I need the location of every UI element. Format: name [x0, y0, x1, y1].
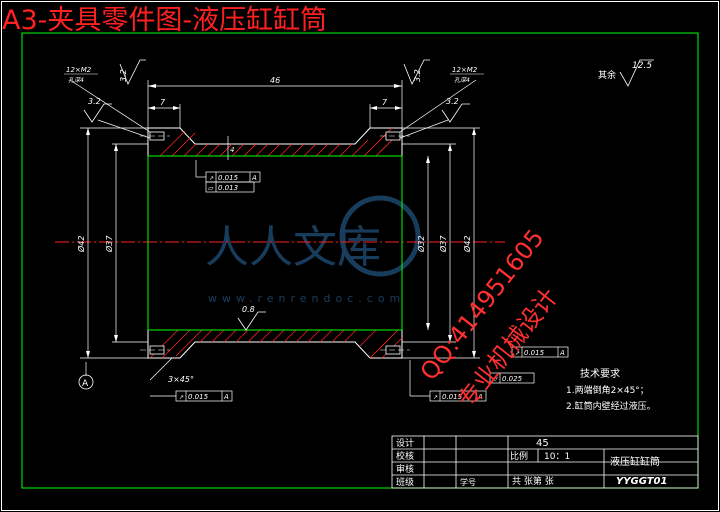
gdt-runout-symbol-2: ↗ — [179, 394, 184, 401]
roughness-symbols — [83, 59, 654, 331]
rough-top-left: 3.2 — [119, 69, 128, 82]
dim-flange-right: 7 — [382, 98, 388, 107]
tb-scale-label: 比例 — [510, 450, 528, 462]
gdt-runout-2: 0.015 — [188, 393, 209, 401]
rough-bottom-center: 0.8 — [242, 305, 255, 314]
gdt-flat-1: 0.013 — [218, 184, 238, 192]
gdt-runout-symbol-4: ↗ — [433, 394, 438, 401]
tb-part-name: 液压缸缸筒 — [610, 455, 660, 468]
tb-review: 审核 — [396, 463, 414, 475]
gdt-datum-4: A — [477, 393, 483, 401]
gdt-datum-3: A — [559, 349, 565, 357]
tb-class: 班级 — [396, 476, 414, 488]
dim-d32: Ø32 — [416, 236, 426, 253]
datum-label: A — [82, 379, 89, 389]
rough-others-value: 12.5 — [632, 61, 652, 71]
tb-check: 校核 — [396, 450, 414, 462]
dim-d42-left: Ø42 — [76, 236, 86, 253]
note-2: 2.缸筒内壁经过液压。 — [566, 400, 656, 412]
gdt-datum-1: A — [251, 174, 257, 182]
dim-length: 46 — [270, 76, 280, 85]
tb-student-no: 学号 — [460, 477, 476, 487]
rough-mid-right: 3.2 — [446, 97, 459, 106]
title-block — [391, 435, 699, 489]
gdt-runout-symbol-1: ↗ — [209, 175, 214, 182]
watermark-site: www.renrendoc.com — [208, 292, 405, 305]
thread-label-right: 12×M2 — [452, 66, 478, 74]
gdt-cyl-symbol: ⌭ — [492, 375, 498, 383]
gdt-flatness-symbol: ⏥ — [208, 184, 214, 192]
rough-others-label: 其余 — [598, 69, 616, 81]
tb-code: YYGGT01 — [616, 476, 667, 487]
chamfer-label: 3×45° — [168, 375, 194, 384]
dim-d42-right: Ø42 — [462, 236, 472, 253]
dim-small: 4 — [230, 146, 234, 154]
rough-mid-left: 3.2 — [88, 97, 101, 106]
thread-sub-left: 孔深4 — [68, 77, 84, 84]
note-1: 1.两端倒角2×45°； — [566, 384, 649, 396]
gdt-runout-3: 0.015 — [524, 349, 545, 357]
dim-d37-right: Ø37 — [438, 235, 448, 253]
thread-sub-right: 孔深4 — [454, 77, 470, 84]
tb-sheets: 共 张第 张 — [512, 475, 554, 487]
dimension-arrows — [86, 84, 476, 358]
datum-symbol — [78, 374, 94, 390]
watermark-logo: 人人文库 — [205, 222, 381, 273]
tb-design: 设计 — [396, 437, 414, 449]
tb-scale: 10：1 — [544, 452, 570, 462]
part-upper-section — [147, 127, 403, 157]
dimension-lines — [69, 79, 480, 381]
bore-outline — [147, 155, 403, 331]
watermark-contact: QQ:414951605 专业机械设计 — [415, 224, 564, 414]
gdt-runout-symbol-3: ↗ — [515, 350, 520, 357]
dim-flange-left: 7 — [160, 98, 166, 107]
gdt-datum-2: A — [223, 393, 229, 401]
rough-top-right: 3.2 — [413, 69, 422, 82]
part-lower-section — [147, 329, 403, 359]
gdt-runout-4: 0.015 — [442, 393, 463, 401]
watermark: 人人文库 www.renrendoc.com — [205, 195, 421, 305]
gdt-runout-1: 0.015 — [218, 174, 239, 182]
inner-frame — [21, 32, 699, 489]
gdt-cyl: 0.025 — [502, 375, 523, 383]
drawing-title: A3-夹具零件图-液压缸缸筒 — [2, 5, 328, 36]
dim-d37-left: Ø37 — [104, 235, 114, 253]
gdt-frames — [150, 160, 569, 402]
notes-title: 技术要求 — [580, 367, 620, 380]
watermark-circle — [339, 195, 421, 277]
thread-label-left: 12×M2 — [66, 66, 92, 74]
tb-material: 45 — [536, 438, 549, 449]
